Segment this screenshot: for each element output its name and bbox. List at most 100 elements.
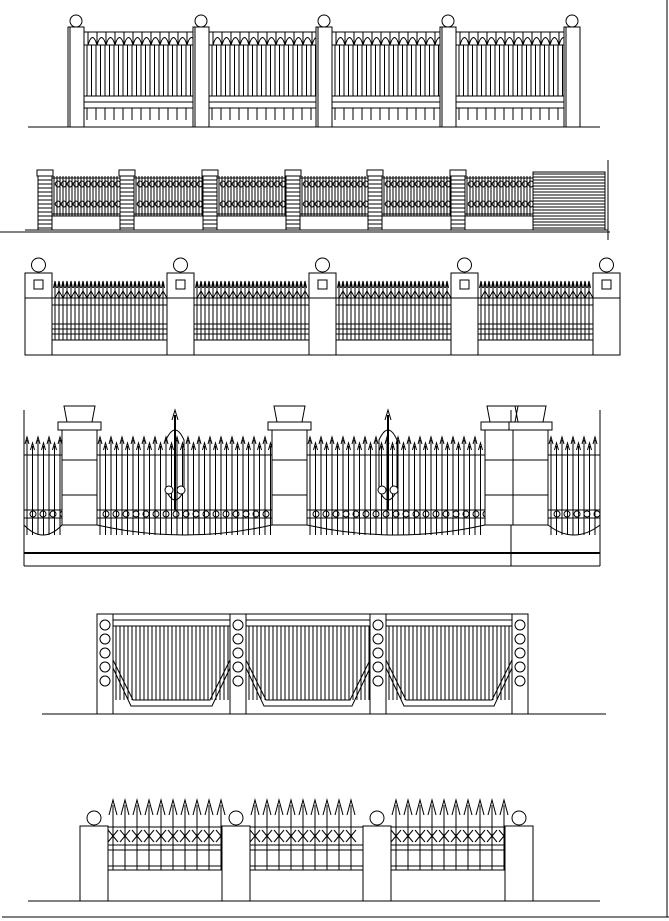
spear-tip [149,280,153,289]
spear-tip [161,280,165,289]
spear-tip [559,435,565,445]
pillar [221,825,251,902]
spear-tip [507,280,511,289]
spear-tip [478,441,483,451]
ornament [78,289,88,299]
ornament [260,289,270,299]
fence-panel [547,435,601,536]
pillar-plaque [317,279,328,290]
spear-tip [114,441,119,451]
spear-tip [136,441,141,451]
ornament [486,829,498,843]
spear-tip [433,280,437,289]
rosette [152,510,160,518]
spear-tip [235,441,240,451]
base-wall [216,215,287,231]
fence-panel [385,619,513,707]
ornament [158,289,168,299]
ornament [346,289,356,299]
rosette [382,510,390,518]
fence-panel [381,176,452,231]
post-cap [201,169,219,177]
rosette [412,510,420,518]
scroll-ornament [407,37,418,46]
base-arc [96,524,273,536]
scroll-ornament [87,37,98,46]
ornament [86,289,96,299]
pillar-ring [514,647,526,659]
ornament [386,289,396,299]
spear-tip [109,280,113,289]
spear-tip [555,280,559,289]
rosette [232,510,240,518]
finial [475,798,485,816]
spear-tip [425,280,429,289]
fence-post [119,173,135,231]
finial [451,798,461,816]
spear-tip [511,280,515,289]
spear-tip [157,280,161,289]
fence-panel [83,31,197,120]
base-rail [455,101,565,109]
ornament [155,829,167,843]
finial [262,798,272,816]
spear-tip [227,280,231,289]
spear-tip [523,280,527,289]
ornament [338,289,348,299]
spear-tip [373,435,379,445]
finial [487,798,497,816]
pillar-plaque [175,279,186,290]
rosette [49,510,57,518]
spear-tip [491,280,495,289]
spear-tip [158,441,163,451]
spear-tip [401,280,405,289]
ornament [300,289,310,299]
spear-tip [279,280,283,289]
spear-tip [441,280,445,289]
spear-tip [576,441,581,451]
spear-tip [240,435,246,445]
ornament [362,289,372,299]
ornament [119,829,131,843]
spear-tip [351,435,357,445]
ornament [488,289,498,299]
base-rail [331,101,441,109]
ornament [536,289,546,299]
ornament [297,829,309,843]
ornament [118,289,128,299]
spear-tip [337,280,341,289]
ornament [434,289,444,299]
ornament [143,829,155,843]
spear-tip [215,280,219,289]
scroll-ornament [459,37,470,46]
fence-panel [23,435,67,536]
ornament [394,289,404,299]
fence-post [367,173,383,231]
scroll-ornament [549,37,560,46]
ornament [94,289,104,299]
finial [120,798,130,816]
spear-tip [554,441,559,451]
scroll-ornament [504,37,515,46]
scroll-ornament [362,37,373,46]
post-ball [565,14,579,28]
scroll-ornament [371,37,382,46]
finial [346,798,356,816]
spear-tip [133,280,137,289]
ornament [252,289,262,299]
fence-panel [390,798,510,902]
post-ball [317,14,331,28]
finial [286,798,296,816]
spear-tip [373,280,377,289]
spear-tip [581,435,587,445]
scroll-ornament [380,37,391,46]
pillar-plaque [459,279,470,290]
spear-tip [346,441,351,451]
finial [274,798,284,816]
scroll-ornament [540,37,551,46]
fence-elevation-5 [42,613,606,715]
spear-tip [52,441,57,451]
spear-tip [105,280,109,289]
finial [310,798,320,816]
finial [192,798,202,816]
